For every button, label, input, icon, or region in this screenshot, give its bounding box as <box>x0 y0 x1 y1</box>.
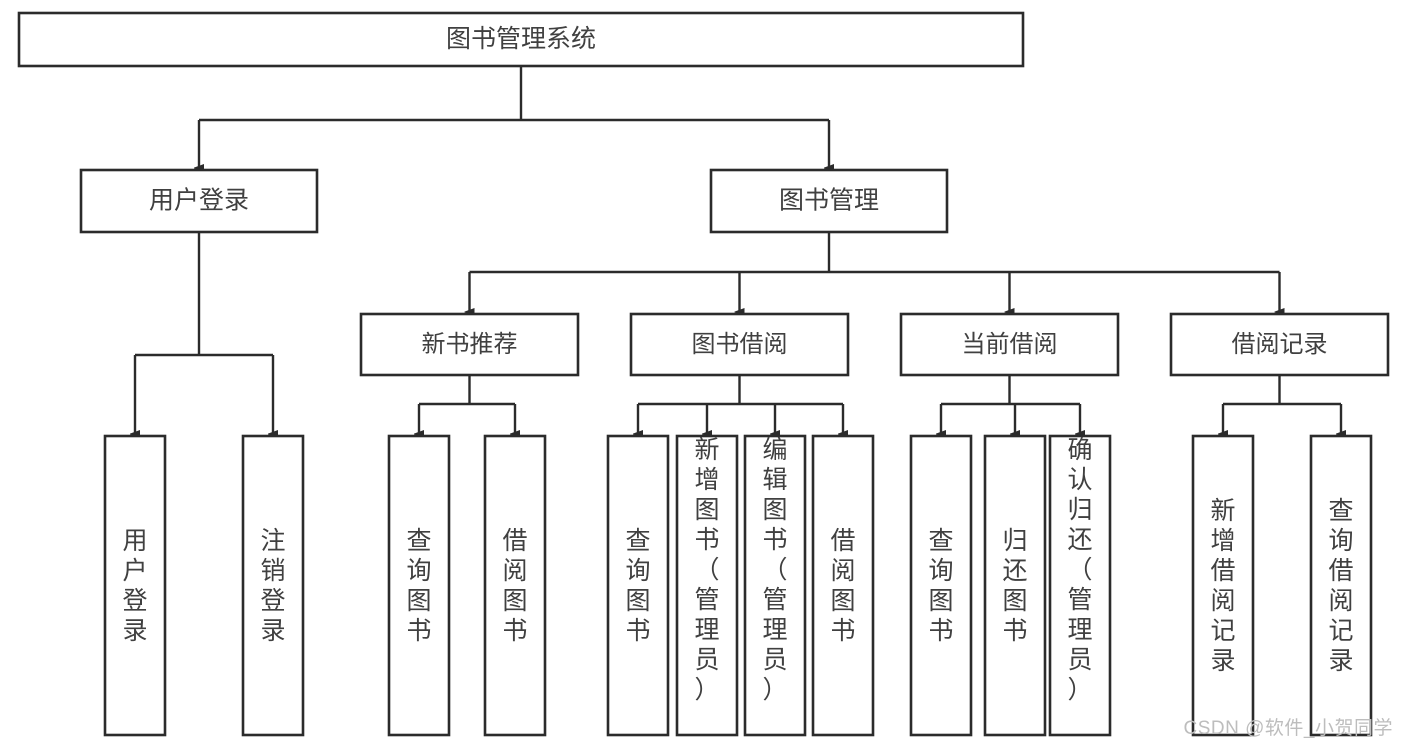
leaf-node-leaf-query-book-current-rect <box>909 434 973 737</box>
level2-node-current-borrow[interactable]: 当前借阅 <box>899 312 1120 377</box>
leaf-node-leaf-borrow-book-rect <box>811 434 875 737</box>
leaf-node-leaf-borrow-book[interactable]: 借阅图书 <box>811 434 875 737</box>
leaf-node-leaf-borrow-book-recommend[interactable]: 借阅图书 <box>483 434 547 737</box>
level2-node-new-book-recommend-rect <box>359 312 580 377</box>
leaf-node-leaf-return-book-rect <box>983 434 1047 737</box>
leaf-node-leaf-query-book-current-label: 查询图书 <box>928 527 953 645</box>
leaf-node-leaf-borrow-book-recommend-label: 借阅图书 <box>502 527 527 645</box>
leaf-node-leaf-add-borrow-record[interactable]: 新增借阅记录 <box>1191 434 1255 737</box>
leaf-node-leaf-user-login[interactable]: 用户登录 <box>103 434 167 737</box>
level2-node-borrow-record[interactable]: 借阅记录 <box>1169 312 1390 377</box>
leaf-node-leaf-edit-book-admin-rect <box>743 434 807 737</box>
leaf-node-leaf-borrow-book-recommend-rect <box>483 434 547 737</box>
root-node-root-label: 图书管理系统 <box>446 25 596 53</box>
leaf-node-leaf-query-borrow-record[interactable]: 查询借阅记录 <box>1309 434 1373 737</box>
level2-node-book-borrow-rect <box>629 312 850 377</box>
leaf-node-leaf-query-book-recommend[interactable]: 查询图书 <box>387 434 451 737</box>
leaf-node-leaf-confirm-return-admin[interactable]: 确认归还（管理员） <box>1048 434 1112 737</box>
root-node-root-rect <box>17 11 1025 68</box>
level1-node-book-manage-label: 图书管理 <box>779 187 879 215</box>
nodes-layer: 图书管理系统用户登录图书管理新书推荐图书借阅当前借阅借阅记录用户登录注销登录查询… <box>17 11 1390 737</box>
leaf-node-leaf-confirm-return-admin-rect <box>1048 434 1112 737</box>
leaf-node-leaf-query-borrow-record-label: 查询借阅记录 <box>1328 497 1353 675</box>
connectors-layer <box>135 66 1341 434</box>
leaf-node-leaf-edit-book-admin-label: 编辑图书（管理员） <box>762 436 787 704</box>
leaf-node-leaf-add-borrow-record-label: 新增借阅记录 <box>1210 497 1235 675</box>
leaf-node-leaf-user-logout[interactable]: 注销登录 <box>241 434 305 737</box>
leaf-node-leaf-query-borrow-record-rect <box>1309 434 1373 737</box>
leaf-node-leaf-user-logout-rect <box>241 434 305 737</box>
leaf-node-leaf-return-book[interactable]: 归还图书 <box>983 434 1047 737</box>
level2-node-borrow-record-label: 借阅记录 <box>1232 331 1328 358</box>
level2-node-current-borrow-rect <box>899 312 1120 377</box>
level1-node-book-manage[interactable]: 图书管理 <box>709 168 949 234</box>
level1-node-book-manage-rect <box>709 168 949 234</box>
level2-node-borrow-record-rect <box>1169 312 1390 377</box>
leaf-node-leaf-user-logout-label: 注销登录 <box>260 527 285 645</box>
level2-node-book-borrow-label: 图书借阅 <box>692 331 788 358</box>
leaf-node-leaf-edit-book-admin[interactable]: 编辑图书（管理员） <box>743 434 807 737</box>
leaf-node-leaf-add-borrow-record-rect <box>1191 434 1255 737</box>
leaf-node-leaf-return-book-label: 归还图书 <box>1002 527 1027 645</box>
level1-node-user-login-label: 用户登录 <box>149 187 249 215</box>
leaf-node-leaf-add-book-admin-rect <box>675 434 739 737</box>
level2-node-book-borrow[interactable]: 图书借阅 <box>629 312 850 377</box>
leaf-node-leaf-user-login-rect <box>103 434 167 737</box>
leaf-node-leaf-borrow-book-label: 借阅图书 <box>830 527 855 645</box>
leaf-node-leaf-query-book-borrow[interactable]: 查询图书 <box>606 434 670 737</box>
leaf-node-leaf-query-book-current[interactable]: 查询图书 <box>909 434 973 737</box>
leaf-node-leaf-query-book-recommend-rect <box>387 434 451 737</box>
level1-node-user-login[interactable]: 用户登录 <box>79 168 319 234</box>
leaf-node-leaf-user-login-label: 用户登录 <box>122 527 147 645</box>
leaf-node-leaf-confirm-return-admin-label: 确认归还（管理员） <box>1067 436 1092 704</box>
level2-node-new-book-recommend[interactable]: 新书推荐 <box>359 312 580 377</box>
leaf-node-leaf-query-book-borrow-rect <box>606 434 670 737</box>
root-node-root[interactable]: 图书管理系统 <box>17 11 1025 68</box>
level1-node-user-login-rect <box>79 168 319 234</box>
level2-node-new-book-recommend-label: 新书推荐 <box>422 331 518 358</box>
leaf-node-leaf-query-book-borrow-label: 查询图书 <box>625 527 650 645</box>
level2-node-current-borrow-label: 当前借阅 <box>962 331 1058 358</box>
leaf-node-leaf-add-book-admin[interactable]: 新增图书（管理员） <box>675 434 739 737</box>
leaf-node-leaf-query-book-recommend-label: 查询图书 <box>406 527 431 645</box>
leaf-node-leaf-add-book-admin-label: 新增图书（管理员） <box>694 436 719 704</box>
